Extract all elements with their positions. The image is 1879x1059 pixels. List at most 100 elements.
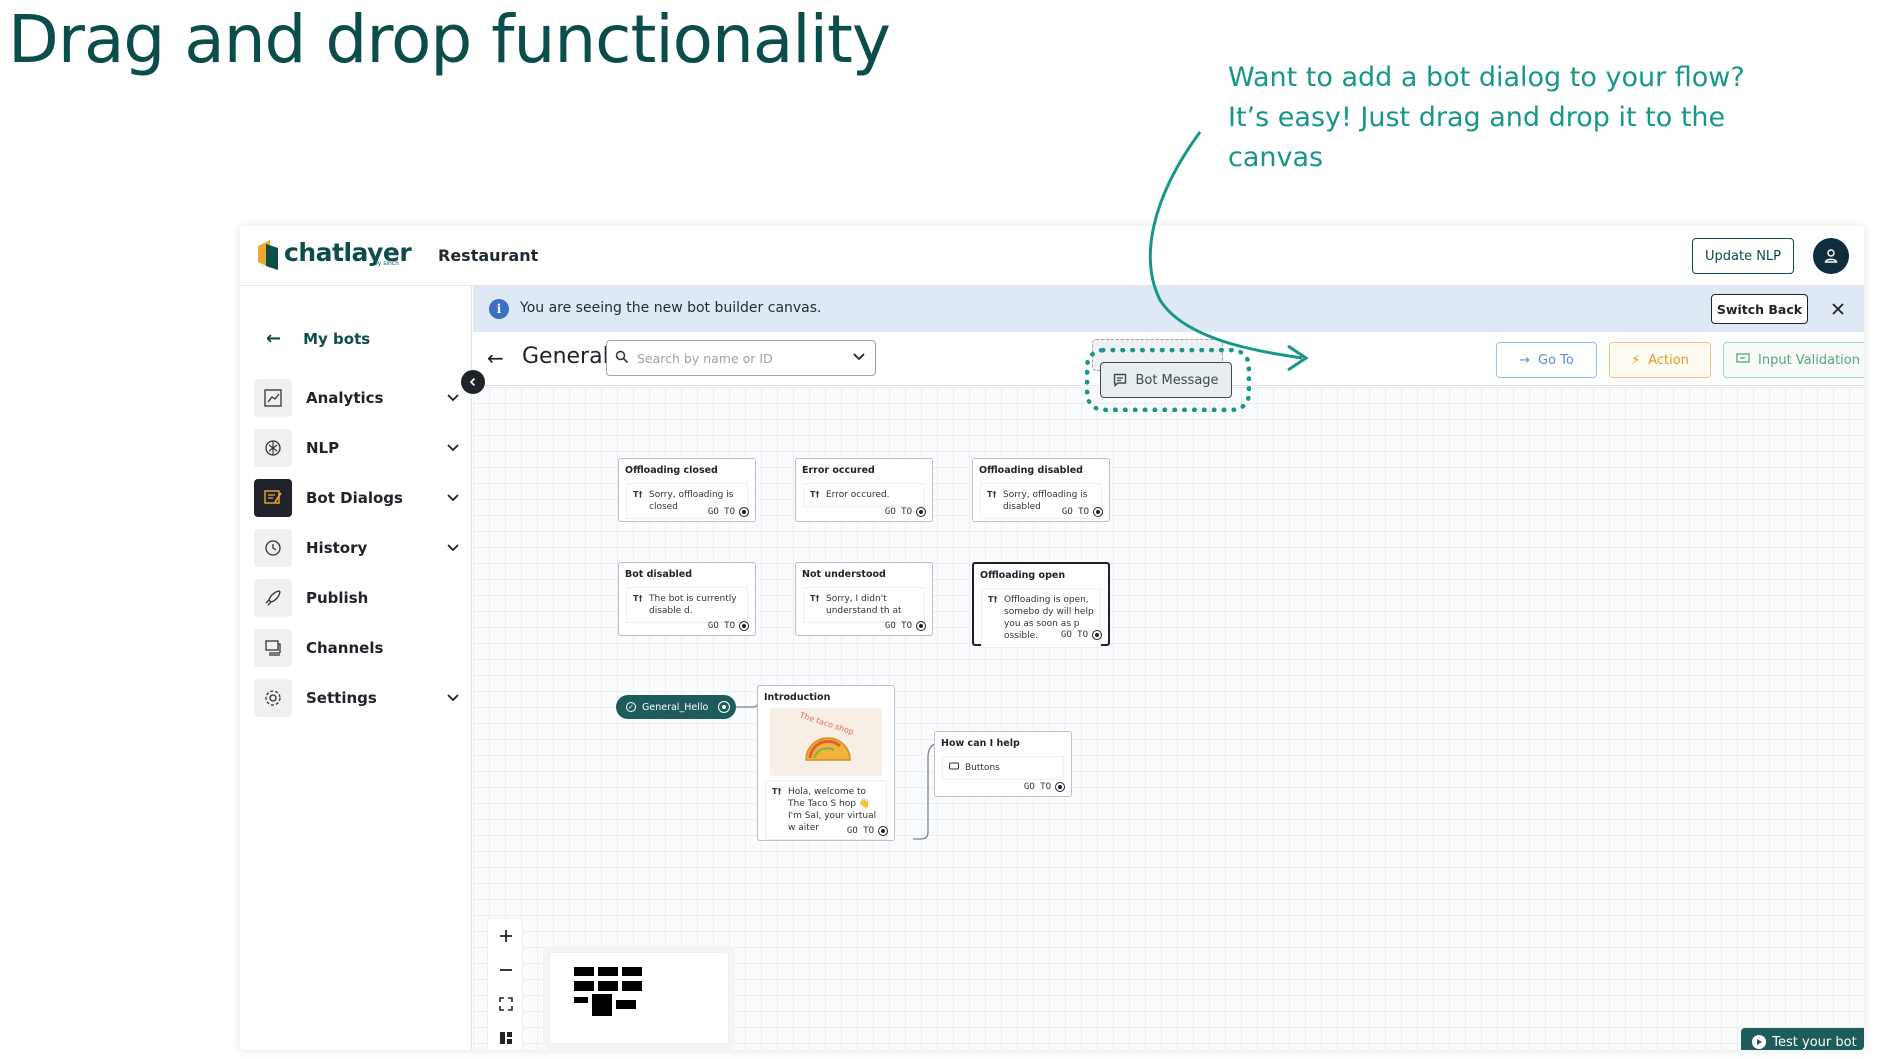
dialogs-icon: [254, 479, 292, 517]
chevron-down-icon[interactable]: [446, 391, 460, 405]
connector-dot-icon[interactable]: [739, 621, 749, 631]
connector-dot-icon[interactable]: [1093, 507, 1103, 517]
goto-label: GO TO: [1060, 630, 1088, 640]
input-validation-tool-label: Input Validation: [1758, 352, 1860, 368]
card-message: T†Hola, welcome to The Taco S hop 👋 I'm …: [765, 780, 887, 840]
goto-handle[interactable]: GO TO: [1024, 782, 1065, 792]
goto-label: GO TO: [884, 507, 912, 517]
dialog-card[interactable]: Not understood T†Sorry, I didn't underst…: [795, 562, 933, 636]
goto-label: GO TO: [846, 826, 874, 836]
card-message-text: The bot is currently disable d.: [649, 594, 737, 616]
connector-dot-icon[interactable]: [739, 507, 749, 517]
arrow-left-icon[interactable]: ←: [487, 346, 504, 370]
start-node[interactable]: ✓ General_Hello: [616, 695, 736, 719]
goto-handle[interactable]: GO TO: [708, 621, 749, 631]
callout-text: Want to add a bot dialog to your flow? I…: [1228, 62, 1745, 173]
connector-dot-icon[interactable]: [1092, 630, 1102, 640]
sidebar-item-publish[interactable]: Publish: [254, 578, 460, 618]
connector-dot-icon[interactable]: [916, 621, 926, 631]
sidebar-item-settings[interactable]: Settings: [254, 678, 460, 718]
goto-label: GO TO: [707, 621, 735, 631]
bot-name: Restaurant: [438, 246, 539, 265]
dialog-card[interactable]: Error occured T†Error occured. GO TO: [795, 458, 933, 522]
zoom-in-button[interactable]: [488, 919, 524, 953]
user-avatar[interactable]: [1813, 238, 1849, 274]
main-area: i You are seeing the new bot builder can…: [473, 286, 1864, 1050]
rocket-icon: [254, 579, 292, 617]
dialog-card[interactable]: Offloading closed T†Sorry, offloading is…: [618, 458, 756, 522]
card-title: Bot disabled: [625, 569, 693, 580]
chevron-left-icon: [469, 377, 476, 387]
minimap-node: [592, 994, 612, 1016]
minimap[interactable]: [549, 952, 729, 1044]
goto-handle[interactable]: GO TO: [708, 507, 749, 517]
sidebar-item-bot-dialogs[interactable]: Bot Dialogs: [254, 478, 460, 518]
input-validation-tool-button[interactable]: Input Validation: [1723, 342, 1864, 378]
play-icon: [1752, 1035, 1767, 1049]
card-message-text: Offloading is open, somebo dy will help …: [1004, 595, 1094, 641]
sidebar-item-nlp[interactable]: NLP: [254, 428, 460, 468]
sidebar-item-label: NLP: [306, 439, 340, 457]
card-title: How can I help: [941, 738, 1020, 749]
search-field[interactable]: [606, 340, 876, 376]
search-input[interactable]: [637, 347, 837, 369]
goto-handle[interactable]: GO TO: [1061, 630, 1102, 640]
flow-title: General: [522, 344, 609, 369]
bot-message-tool-button[interactable]: Bot Message: [1100, 362, 1232, 398]
introduction-card[interactable]: Introduction The taco shop T†Hola, welco…: [757, 685, 895, 841]
history-icon: [254, 529, 292, 567]
card-message: T†Error occured.: [803, 483, 925, 507]
dialog-card[interactable]: Offloading disabled T†Sorry, offloading …: [972, 458, 1110, 522]
sidebar-item-channels[interactable]: Channels: [254, 628, 460, 668]
close-icon[interactable]: [1826, 297, 1850, 321]
minimap-node: [574, 981, 594, 991]
chevron-down-icon[interactable]: [446, 691, 460, 705]
minimap-node: [598, 967, 618, 976]
flow-canvas[interactable]: Offloading closed T†Sorry, offloading is…: [473, 387, 1864, 1050]
layout-button[interactable]: [488, 1021, 524, 1050]
minimap-node: [598, 981, 618, 991]
goto-tool-button[interactable]: → Go To: [1496, 342, 1597, 378]
switch-back-button[interactable]: Switch Back: [1711, 294, 1808, 324]
card-message-text: Sorry, offloading is disabled: [1003, 490, 1088, 512]
input-icon: [1736, 352, 1750, 368]
action-tool-button[interactable]: ⚡ Action: [1609, 342, 1711, 378]
goto-handle[interactable]: GO TO: [1062, 507, 1103, 517]
zoom-out-button[interactable]: [488, 953, 524, 987]
fullscreen-icon: [499, 997, 513, 1011]
taco-shop-image: The taco shop: [770, 708, 882, 776]
card-message: T†Sorry, offloading is closed: [626, 483, 748, 519]
sidebar-item-analytics[interactable]: Analytics: [254, 378, 460, 418]
sidebar-item-label: Channels: [306, 639, 384, 657]
search-icon: [615, 350, 629, 364]
card-title: Offloading open: [980, 570, 1066, 581]
sidebar-item-history[interactable]: History: [254, 528, 460, 568]
collapse-sidebar-button[interactable]: [461, 370, 485, 394]
connector-dot-icon[interactable]: [916, 507, 926, 517]
text-type-icon: T†: [633, 594, 643, 603]
chevron-down-icon[interactable]: [853, 353, 865, 361]
my-bots-link[interactable]: ← My bots: [266, 328, 370, 349]
check-circle-icon: ✓: [626, 702, 636, 712]
goto-handle[interactable]: GO TO: [885, 621, 926, 631]
card-message-text: Buttons: [965, 763, 1000, 773]
how-can-i-help-card[interactable]: How can I help Buttons GO TO: [934, 731, 1072, 797]
chevron-down-icon[interactable]: [446, 541, 460, 555]
user-icon: [1824, 249, 1838, 263]
test-your-bot-button[interactable]: Test your bot: [1741, 1028, 1864, 1050]
sidebar-item-label: Analytics: [306, 389, 384, 407]
chevron-down-icon[interactable]: [446, 491, 460, 505]
chevron-down-icon[interactable]: [446, 441, 460, 455]
fit-view-button[interactable]: [488, 987, 524, 1021]
dialog-card[interactable]: Bot disabled T† The bot is currently disa…: [618, 562, 756, 636]
goto-handle[interactable]: GO TO: [885, 507, 926, 517]
goto-handle[interactable]: GO TO: [847, 826, 888, 836]
update-nlp-button[interactable]: Update NLP: [1692, 238, 1794, 274]
dialog-card-selected[interactable]: Offloading open T†Offloading is open, so…: [972, 562, 1110, 648]
card-message: T†Sorry, offloading is disabled: [980, 483, 1102, 519]
connector-dot-icon[interactable]: [718, 701, 730, 713]
connector-dot-icon[interactable]: [878, 826, 888, 836]
connector-dot-icon[interactable]: [1055, 782, 1065, 792]
chatlayer-logo[interactable]: chatlayer: [254, 238, 412, 272]
